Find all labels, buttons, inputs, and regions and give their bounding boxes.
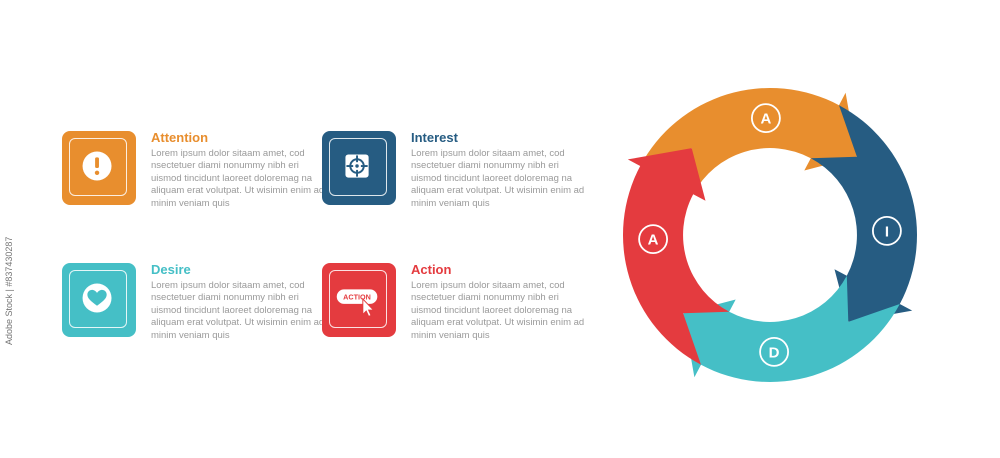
- action-button-icon: ACTION: [336, 289, 378, 317]
- step-card-desire: Desire Lorem ipsum dolor sitaam amet, co…: [62, 262, 324, 343]
- step-title-attention: Attention: [151, 130, 209, 145]
- cycle-label-ring-desire: [759, 336, 790, 367]
- exclamation-icon: [82, 151, 112, 181]
- step-description-action: Lorem ipsum dolor sitaam amet, cod nsect…: [411, 280, 585, 341]
- step-title-interest: Interest: [411, 130, 458, 145]
- step-card-attention: Attention Lorem ipsum dolor sitaam amet,…: [62, 130, 324, 211]
- cycle-label-ring-interest: [871, 215, 902, 246]
- interest-icon-box: [322, 131, 396, 205]
- cycle-arrow-interest: [810, 105, 918, 322]
- attention-icon-box: [62, 131, 136, 205]
- action-button-icon-label: ACTION: [343, 292, 371, 301]
- step-card-action: ACTION Action Lorem ipsum dolor sitaam a…: [322, 262, 584, 343]
- cycle-letter-interest: I: [885, 223, 889, 240]
- stock-watermark: Adobe Stock | #837430287: [4, 236, 14, 345]
- step-description-attention: Lorem ipsum dolor sitaam amet, cod nsect…: [151, 148, 325, 209]
- cycle-arrow-desire: [683, 275, 900, 383]
- step-description-interest: Lorem ipsum dolor sitaam amet, cod nsect…: [411, 148, 585, 209]
- aida-cycle-diagram: A I D A: [622, 87, 918, 383]
- target-icon: [345, 154, 369, 178]
- cycle-label-ring-attention: [750, 103, 781, 133]
- action-icon-box: ACTION: [322, 263, 396, 337]
- step-title-action: Action: [411, 262, 452, 277]
- cycle-label-ring-action: [638, 224, 668, 255]
- cycle-arrow-action: [622, 148, 730, 365]
- heart-icon: [82, 283, 112, 313]
- desire-icon-box: [62, 263, 136, 337]
- cycle-letter-attention: A: [760, 111, 771, 128]
- cycle-letter-desire: D: [769, 344, 780, 361]
- step-title-desire: Desire: [151, 262, 191, 277]
- step-card-interest: Interest Lorem ipsum dolor sitaam amet, …: [322, 130, 584, 211]
- cycle-letter-action: A: [648, 232, 659, 249]
- step-description-desire: Lorem ipsum dolor sitaam amet, cod nsect…: [151, 280, 325, 341]
